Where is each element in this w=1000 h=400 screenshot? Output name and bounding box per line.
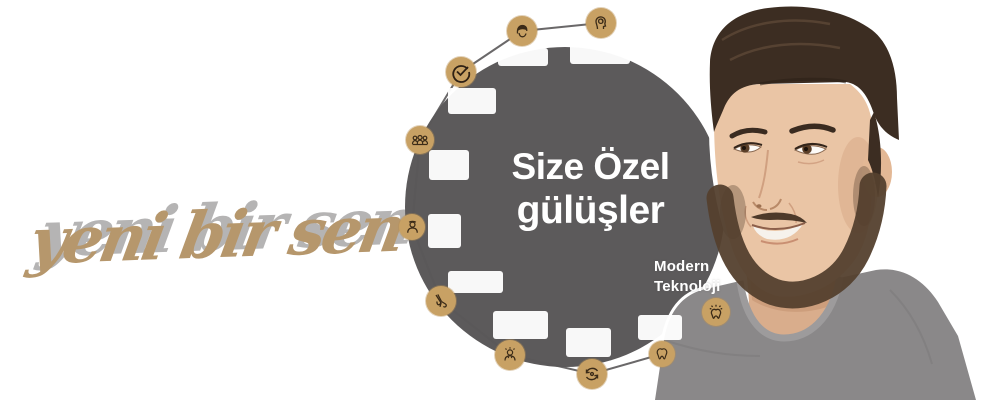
icon-label-blob: [428, 214, 461, 248]
doctor-icon: [495, 340, 525, 370]
circle-heading-line2: gülüşler: [516, 189, 665, 232]
check-circle-icon: [446, 57, 476, 87]
icon-label-blob: [448, 271, 503, 293]
circle-heading: Size Özel gülüşler: [468, 146, 713, 234]
icon-label-blob: [570, 40, 630, 64]
modern-teknoloji-line1: Modern: [654, 258, 710, 275]
icon-label-blob: [429, 150, 469, 180]
man-photo: [651, 3, 980, 400]
patient-icon: [399, 214, 425, 240]
icon-label-blob: [498, 48, 548, 66]
icon-label-blob: [493, 311, 548, 339]
script-tagline: yeni bir sen: [23, 191, 408, 280]
renewal-icon: [577, 359, 607, 389]
team-icon: [406, 126, 434, 154]
icon-label-blob: [638, 315, 682, 340]
head-profile-icon: [586, 8, 616, 38]
modern-teknoloji-line2: Teknoloji: [654, 278, 721, 295]
forceps-icon: [426, 286, 456, 316]
shining-tooth-icon: [702, 298, 730, 326]
icon-label-blob: [448, 88, 496, 114]
icon-label-blob: [566, 328, 611, 357]
hair-icon: [507, 16, 537, 46]
circle-heading-line1: Size Özel: [511, 146, 670, 187]
tooth-icon: [649, 341, 675, 367]
modern-teknoloji-label: Modern Teknoloji: [654, 257, 721, 297]
